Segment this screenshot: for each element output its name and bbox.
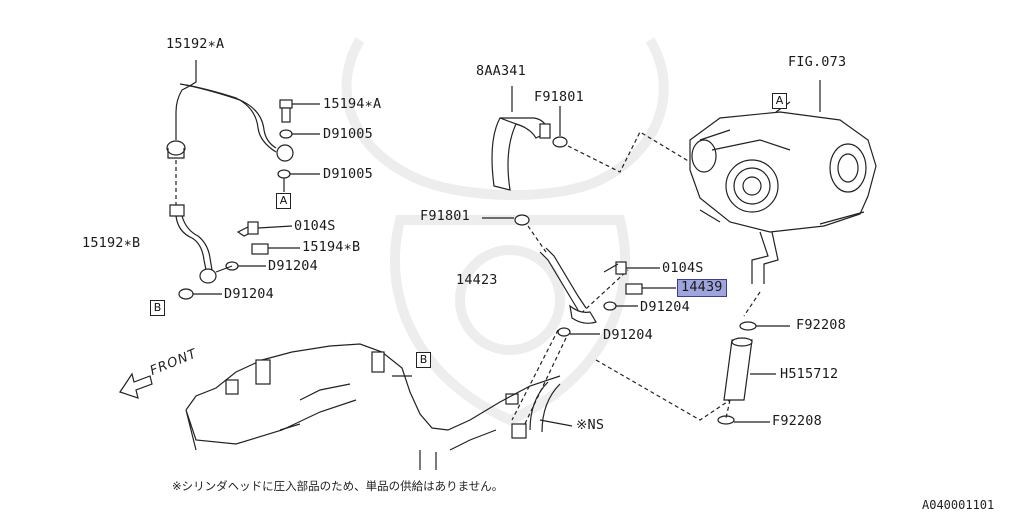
clamp-f91801-1 [552, 106, 568, 148]
oil-pipe-15192b [169, 204, 233, 284]
label-h515712[interactable]: H515712 [780, 366, 839, 382]
front-arrow-icon [119, 372, 153, 399]
label-d91005-2[interactable]: D91005 [323, 166, 373, 182]
bolt-15194b [251, 243, 300, 255]
oil-pipe-15192a [166, 60, 294, 205]
bolt-15194a [279, 99, 320, 123]
label-15194b[interactable]: 15194∗B [302, 239, 361, 255]
clamp-f92208-2 [717, 415, 770, 425]
label-0104s-1[interactable]: 0104S [294, 218, 336, 234]
ref-box-b-bottom[interactable]: B [416, 352, 431, 368]
ref-box-b-left[interactable]: B [150, 300, 165, 316]
label-d91204-2[interactable]: D91204 [224, 286, 274, 302]
hose-h515712 [723, 337, 776, 401]
oil-pipe-14423 [539, 247, 597, 324]
hose-ns [505, 381, 573, 439]
washer-d91204-4 [557, 327, 600, 337]
washer-d91204-1 [225, 261, 266, 271]
label-14423[interactable]: 14423 [456, 272, 498, 288]
label-8aa341[interactable]: 8AA341 [476, 63, 526, 79]
label-d91204-1[interactable]: D91204 [268, 258, 318, 274]
hose-8aa341 [491, 86, 551, 191]
bolt-14439 [625, 283, 676, 295]
label-f92208-2[interactable]: F92208 [772, 413, 822, 429]
ref-box-a-left[interactable]: A [276, 193, 291, 209]
label-d91005-1[interactable]: D91005 [323, 126, 373, 142]
turbocharger [689, 80, 877, 284]
label-14439[interactable]: 14439 [677, 279, 727, 297]
label-d91204-4[interactable]: D91204 [603, 327, 653, 343]
label-f91801-2[interactable]: F91801 [420, 208, 470, 224]
washer-d91005-2 [277, 169, 320, 192]
label-d91204-3[interactable]: D91204 [640, 299, 690, 315]
engine-block [185, 343, 561, 470]
watermark-emblem [341, 37, 669, 426]
label-f91801-1[interactable]: F91801 [534, 89, 584, 105]
bolt-0104s-1 [236, 221, 293, 237]
washer-d91005-1 [279, 129, 320, 139]
label-fig073[interactable]: FIG.073 [788, 54, 847, 70]
label-f92208-1[interactable]: F92208 [796, 317, 846, 333]
label-15192a[interactable]: 15192∗A [166, 36, 225, 52]
label-15194a[interactable]: 15194∗A [323, 96, 382, 112]
label-ns[interactable]: ※NS [576, 417, 605, 433]
ref-box-a-top[interactable]: A [772, 93, 787, 109]
clamp-f92208-1 [739, 321, 790, 331]
dashed-leaders [511, 131, 761, 431]
label-0104s-2[interactable]: 0104S [662, 260, 704, 276]
bolt-0104s-2 [603, 261, 660, 275]
label-15192b[interactable]: 15192∗B [82, 235, 141, 251]
washer-d91204-2 [178, 288, 222, 300]
diagram-code: A040001101 [922, 498, 995, 512]
clamp-f91801-2 [482, 214, 530, 226]
washer-d91204-3 [603, 301, 638, 311]
footnote: ※シリンダヘッドに圧入部品のため、単品の供給はありません。 [172, 479, 504, 493]
